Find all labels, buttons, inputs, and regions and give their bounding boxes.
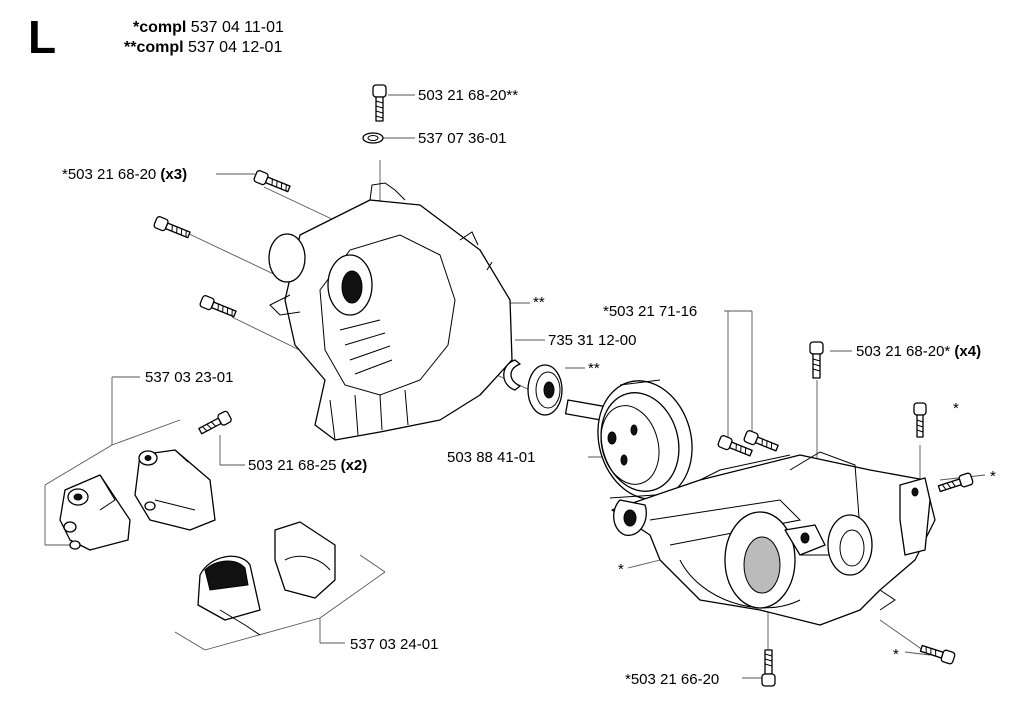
callout-marker-r2: * — [990, 468, 996, 485]
screw-left-2 — [153, 216, 191, 239]
callout-screw-right: 503 21 68-20* (x4) — [856, 343, 981, 360]
cover-half-c — [197, 555, 261, 636]
callout-washer-top: 537 07 36-01 — [418, 130, 506, 147]
callout-cover-set-2: 537 03 24-01 — [350, 636, 438, 653]
header-line-2-prefix: **compl — [124, 39, 184, 56]
header-line-1-number: 537 04 11-01 — [190, 19, 284, 36]
washer-top — [362, 132, 384, 144]
callout-screws-small: 503 21 68-25 (x2) — [248, 457, 367, 474]
screw-bottom-right — [919, 644, 956, 665]
callout-housing-marker: ** — [533, 294, 545, 311]
section-letter: L — [28, 11, 57, 63]
bearing — [527, 364, 563, 416]
callout-drum: 503 88 41-01 — [447, 449, 535, 466]
cover-half-d — [274, 521, 336, 599]
screw-small — [198, 410, 232, 435]
screw-bottom — [761, 649, 776, 687]
clutch-drum — [564, 379, 693, 500]
callout-screws-mid: *503 21 71-16 — [603, 303, 697, 320]
screw-top — [372, 84, 387, 122]
screw-right-vertical — [809, 341, 824, 379]
leader-lines — [44, 94, 986, 679]
header-line-1: *compl 537 04 11-01 — [133, 18, 284, 38]
screw-mid-2 — [743, 430, 779, 452]
header-line-1-prefix: *compl — [133, 19, 187, 36]
callout-marker-bottom: * — [893, 646, 899, 663]
header-line-2: **compl 537 04 12-01 — [124, 38, 282, 58]
callout-bearing-marker: ** — [588, 360, 600, 377]
callout-cover-set-1: 537 03 23-01 — [145, 369, 233, 386]
retaining-clip — [503, 359, 521, 391]
screw-r2 — [937, 472, 974, 493]
screw-left-3 — [199, 295, 237, 318]
crankcase-frame — [611, 451, 936, 626]
screw-mid-1 — [717, 435, 753, 457]
callout-screw-top: 503 21 68-20** — [418, 87, 518, 104]
screw-r1 — [913, 402, 927, 438]
callout-labels: 503 21 68-20** 537 07 36-01 *503 21 68-2… — [62, 87, 996, 688]
cover-half-b — [134, 449, 216, 531]
clutch-housing — [268, 182, 513, 441]
screw-left-1 — [253, 170, 291, 193]
callout-marker-r1: * — [953, 400, 959, 417]
cover-half-a — [59, 474, 131, 551]
callout-clip: 735 31 12-00 — [548, 332, 636, 349]
header-line-2-number: 537 04 12-01 — [188, 39, 283, 56]
callout-screws-left: *503 21 68-20 (x3) — [62, 166, 187, 183]
callout-marker-frame: * — [618, 561, 624, 578]
callout-screw-bottom: *503 21 66-20 — [625, 671, 719, 688]
